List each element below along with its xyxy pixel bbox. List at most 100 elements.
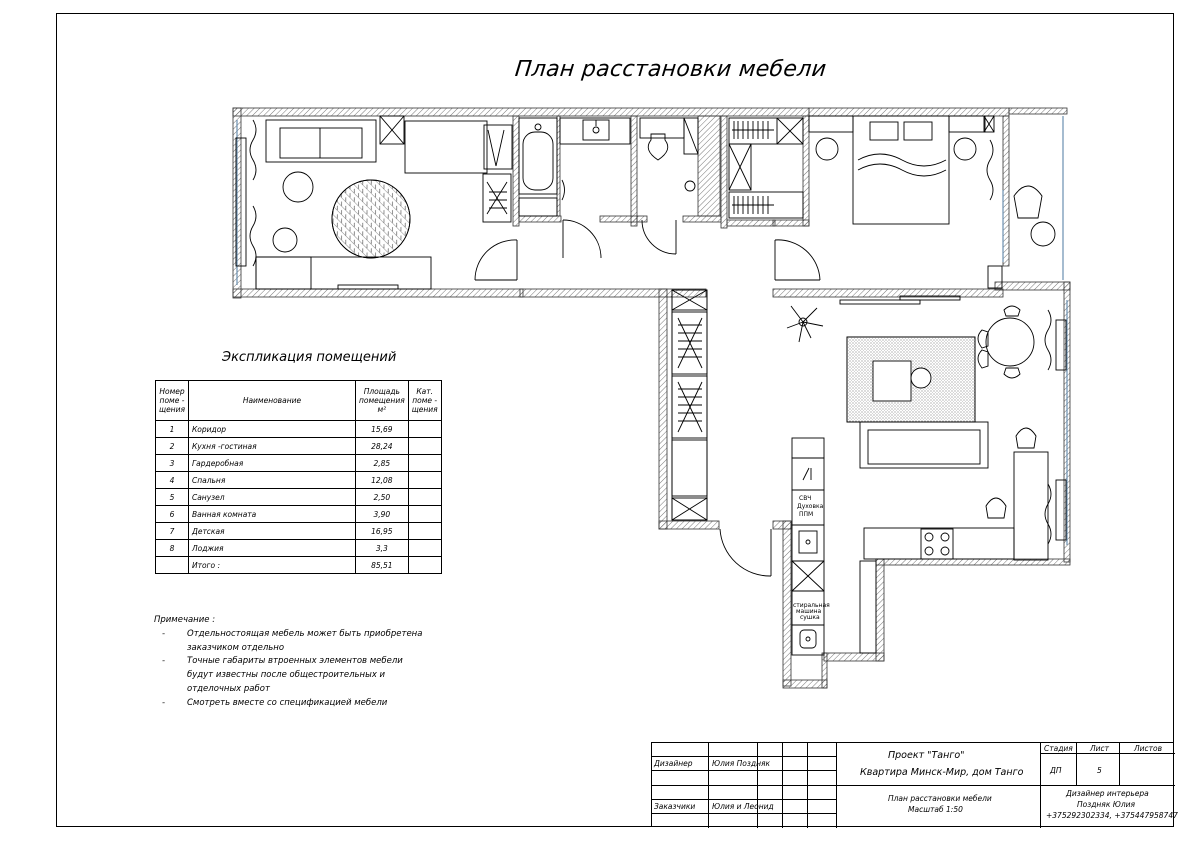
cell-name: Спальня	[187, 471, 356, 489]
coffee-table	[872, 360, 912, 402]
designer-label: Дизайнер	[654, 759, 693, 768]
curtain-left-2-icon	[249, 205, 257, 267]
window-shelf	[1055, 319, 1067, 371]
bed-master	[852, 115, 950, 225]
note-text: отделочных работ	[187, 683, 270, 694]
cell-category	[407, 505, 442, 523]
sheet-value: 5	[1097, 766, 1102, 775]
cell-name: Санузел	[187, 488, 356, 506]
note-text: будут известны после общестроительных и	[187, 670, 386, 681]
cell-area: 12,08	[354, 471, 409, 489]
cell-category	[407, 437, 442, 455]
kitchen-counter	[863, 527, 1015, 560]
label-washer-2: машина	[796, 608, 822, 615]
cabinet-small	[379, 115, 405, 145]
label-oven: Духовка	[797, 503, 824, 510]
cell-number: 3	[155, 454, 189, 472]
cell-category	[407, 471, 442, 489]
header-number: Номер поме - щения	[155, 380, 189, 421]
client-name: Юлия и Леонид	[712, 802, 774, 811]
cell-area: 28,24	[354, 437, 409, 455]
cell-name: Детская	[187, 522, 356, 540]
explication-header: Номер поме - щения Наименование Площадь …	[155, 380, 442, 421]
label-washer-1: стиральная	[793, 602, 830, 609]
sink-laundry	[791, 624, 825, 656]
note-text: заказчиком отдельно	[187, 642, 285, 653]
nightstand-left	[815, 137, 839, 161]
cell-name: Гардеробная	[187, 454, 356, 472]
cell-category	[407, 488, 442, 506]
plant-icon	[786, 305, 824, 343]
sofa-living	[265, 119, 377, 163]
author-phones: +375292302334, +375447958747	[1046, 811, 1178, 820]
tv-panel	[235, 137, 247, 267]
corridor-wardrobe	[671, 289, 708, 521]
author-name: Поздняк Юлия	[1077, 800, 1136, 809]
wc-basin	[684, 180, 696, 192]
notes-list: - Отдельностоящая мебель может быть приоб…	[154, 628, 422, 711]
notes: Примечание : - Отдельностоящая мебель мож…	[154, 614, 422, 711]
armchair-loggia	[1013, 185, 1043, 219]
table-loggia	[1030, 221, 1056, 247]
cell-name: Итого :	[187, 556, 356, 574]
cell-number: 4	[155, 471, 189, 489]
note-text: Точные габариты втроенных элементов мебе…	[187, 656, 403, 667]
note-line: -Точные габариты втроенных элементов меб…	[154, 655, 422, 669]
note-bullet: -	[162, 628, 166, 639]
label-dishwasher: ППМ	[799, 511, 813, 518]
cell-number: 1	[155, 420, 189, 438]
cell-category	[407, 556, 442, 574]
curtain-kitchen-icon	[1044, 309, 1052, 371]
cell-name: Коридор	[187, 420, 356, 438]
author-title: Дизайнер интерьера	[1066, 789, 1149, 798]
dining-table	[985, 317, 1035, 367]
sink-kitchen	[791, 524, 825, 562]
cell-area: 2,85	[354, 454, 409, 472]
sofa-kitchen-living	[859, 421, 989, 469]
windows	[236, 116, 1068, 545]
wardrobe-bottom	[728, 191, 804, 219]
cell-category	[407, 420, 442, 438]
note-line: отделочных работ	[154, 683, 422, 697]
chair-kitchen-2	[985, 497, 1007, 519]
curtain-left-icon	[249, 119, 257, 181]
cell-area: 16,95	[354, 522, 409, 540]
explication-total-row: Итого :85,51	[155, 556, 442, 574]
wardrobe-top	[728, 117, 804, 145]
project-address: Квартира Минск-Мир, дом Танго	[860, 767, 1024, 778]
client-label: Заказчики	[654, 802, 696, 811]
sheet-scale: Масштаб 1:50	[908, 805, 963, 814]
header-area: Площадь помещения м²	[354, 380, 409, 421]
cell-number: 6	[155, 505, 189, 523]
desk-unit	[255, 256, 432, 290]
cell-area: 15,69	[354, 420, 409, 438]
kitchen-island	[1013, 451, 1049, 561]
nightstand-right	[953, 137, 977, 161]
label-microwave: СВЧ	[799, 495, 811, 502]
bed-kids	[404, 120, 513, 174]
washbasin-bath	[559, 117, 631, 145]
cell-number: 2	[155, 437, 189, 455]
note-bullet: -	[162, 697, 166, 708]
cell-area: 3,3	[354, 539, 409, 557]
explication-table: Номер поме - щения Наименование Площадь …	[155, 380, 442, 574]
sheets-label: Листов	[1134, 744, 1163, 753]
notes-heading: Примечание :	[154, 615, 216, 625]
cooktop	[920, 528, 954, 560]
note-line: -Смотреть вместе со спецификацией мебели	[154, 697, 422, 711]
wardrobe-kids	[482, 173, 512, 223]
wc-shelf	[639, 117, 685, 139]
note-text: Отдельностоящая мебель может быть приобр…	[187, 628, 423, 639]
chair-living	[272, 227, 298, 253]
cell-number	[155, 556, 189, 574]
note-line: - Отдельностоящая мебель может быть приоб…	[154, 628, 422, 642]
cell-number: 7	[155, 522, 189, 540]
